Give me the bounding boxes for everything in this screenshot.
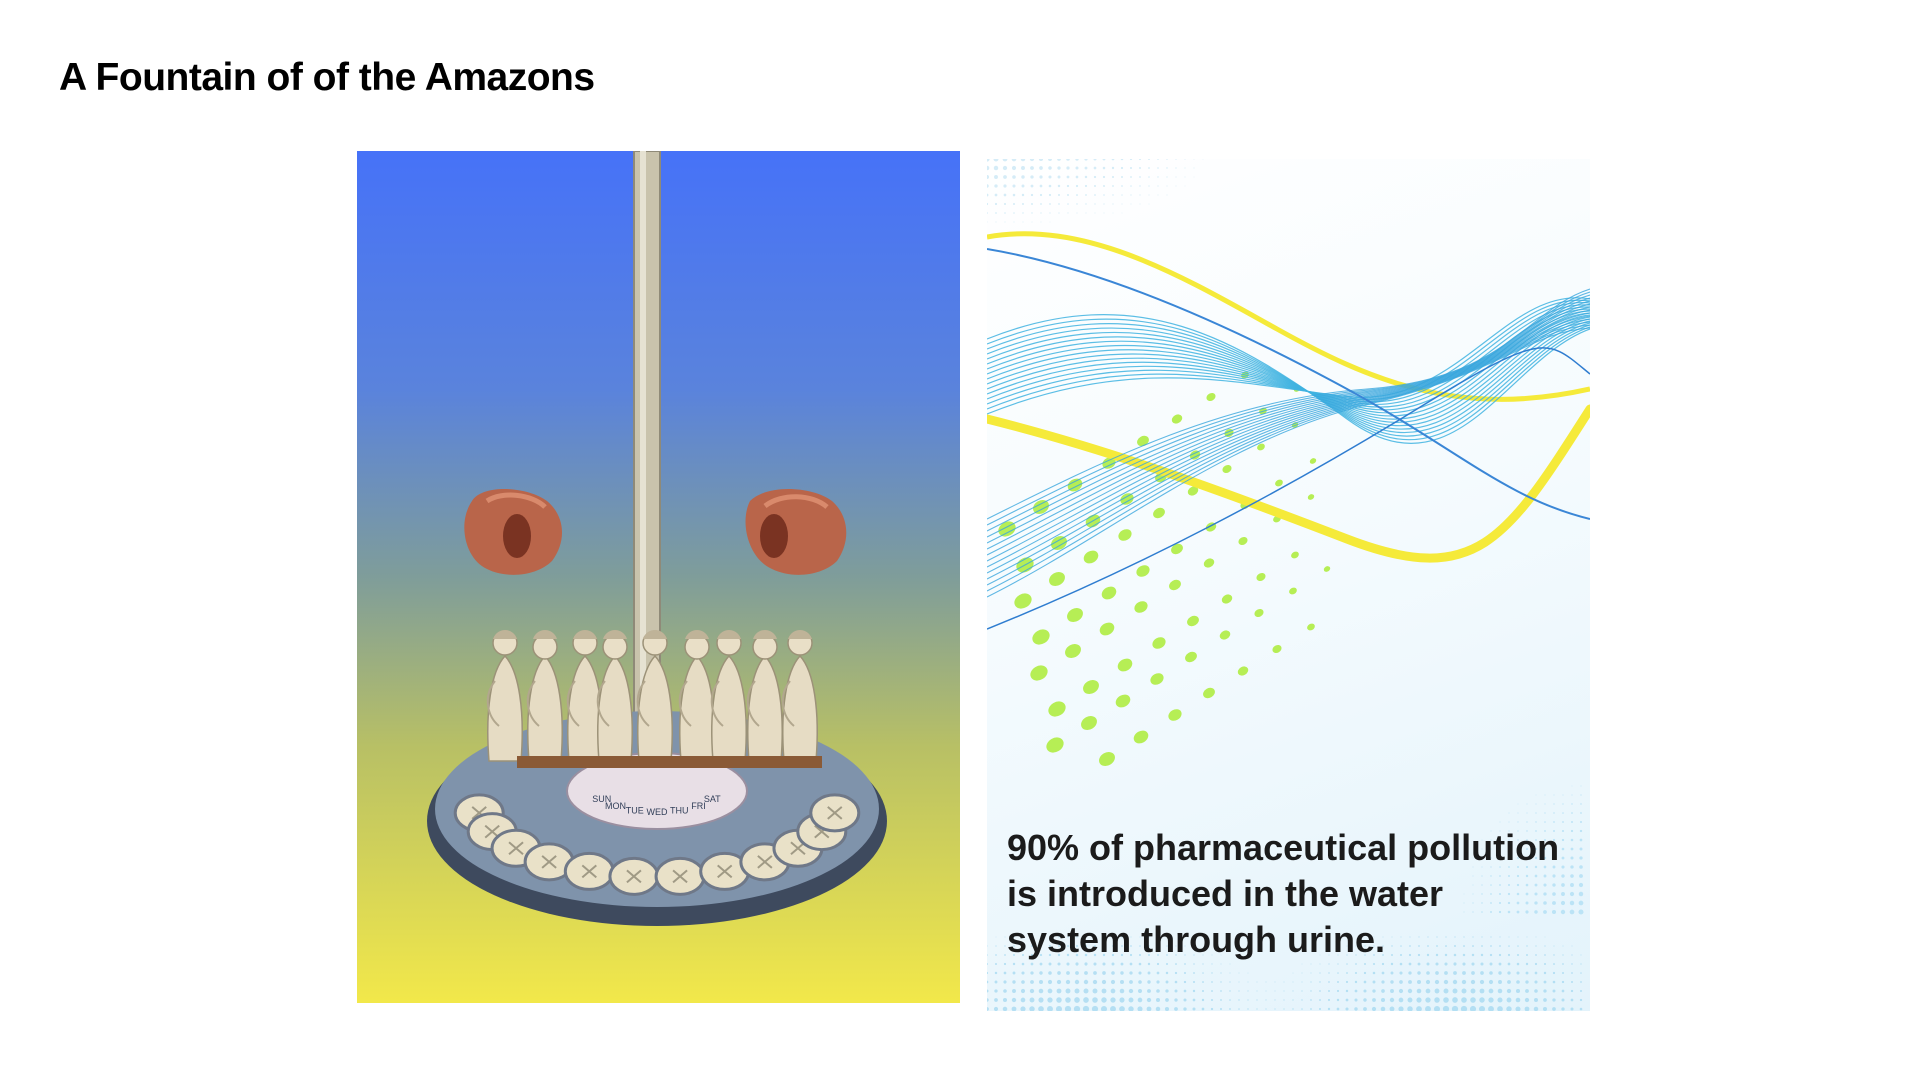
figure: [746, 630, 783, 762]
figure-frieze: [486, 630, 818, 762]
dial-day-label: SAT: [704, 794, 721, 804]
dial-day-label: WED: [647, 807, 668, 817]
figure: [596, 630, 633, 762]
figure: [566, 630, 603, 762]
figure: [781, 630, 818, 762]
dial-day-label: MON: [605, 801, 626, 811]
yellow-wave-ribbons: [987, 231, 1590, 563]
figure: [636, 630, 673, 762]
dial-day-label: THU: [670, 805, 689, 815]
info-panel: 90% of pharmaceutical pollution is intro…: [987, 159, 1590, 1011]
halftone-pattern-top: [987, 159, 1204, 223]
dial-buttons: [453, 793, 861, 896]
frieze-plank: [517, 756, 822, 768]
figure: [710, 630, 747, 762]
left-terracotta-form: [464, 488, 563, 575]
halftone-pattern: [987, 785, 1584, 1011]
figure: [678, 630, 715, 762]
pollution-caption: 90% of pharmaceutical pollution is intro…: [1007, 827, 1560, 960]
dial-day-label: FRI: [691, 801, 706, 811]
figure: [526, 630, 563, 762]
slide-title: A Fountain of of the Amazons: [59, 56, 595, 99]
dial-day-label: TUE: [626, 805, 644, 815]
green-dot-spray: [998, 371, 1331, 766]
right-terracotta-form: [745, 488, 847, 575]
figure: [486, 630, 523, 762]
blue-wave-lines: [987, 248, 1590, 630]
dial-day-label: SUN: [592, 794, 611, 804]
